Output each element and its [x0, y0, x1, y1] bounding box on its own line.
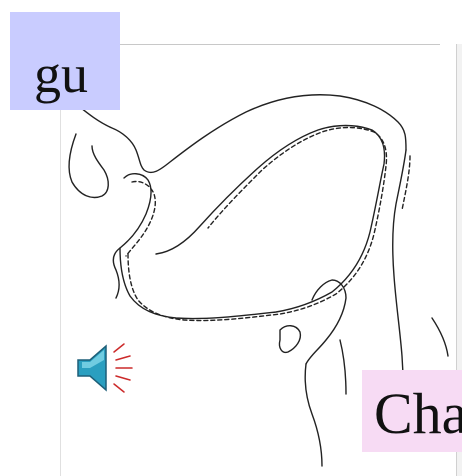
- larynx-front-wall: [305, 364, 322, 466]
- caption-label: Cha: [374, 384, 462, 444]
- larynx-back-wall: [340, 340, 346, 394]
- hyoid-outline: [279, 326, 300, 353]
- syllable-label-box: gu: [10, 12, 120, 110]
- lower-lip-jaw-outline: [113, 174, 151, 298]
- upper-lip-outline: [69, 134, 108, 197]
- caption-label-box: Cha: [362, 370, 462, 452]
- head-profile-outline: [76, 95, 406, 173]
- speaker-icon[interactable]: [72, 340, 138, 396]
- epiglottis-outline: [306, 280, 346, 364]
- syllable-label: gu: [34, 44, 88, 104]
- neck-curve: [432, 318, 448, 356]
- tongue-outline-dashed: [128, 128, 387, 321]
